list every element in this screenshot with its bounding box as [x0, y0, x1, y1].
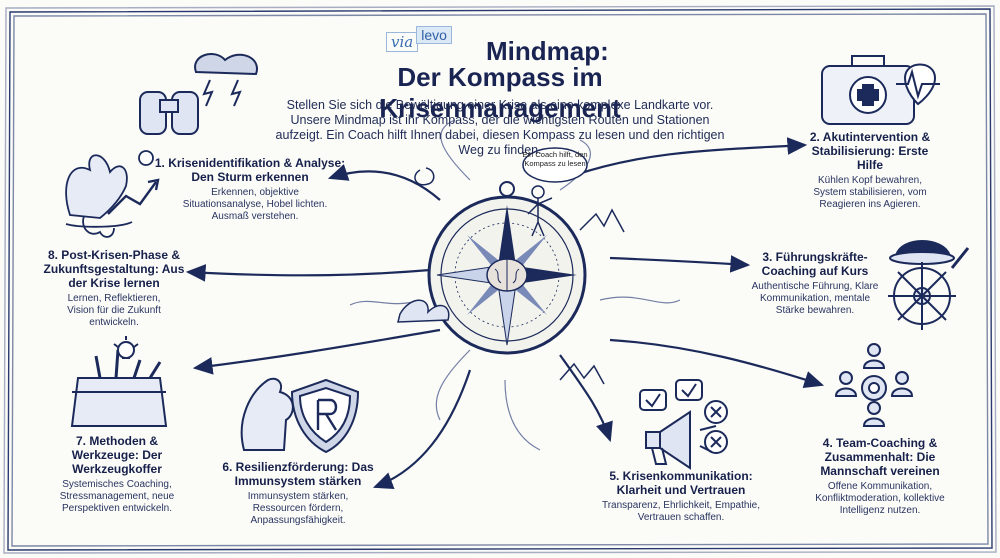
node-7-desc: Systemisches Coaching, Stressmanagement,… — [59, 479, 175, 514]
toolbox-icon — [70, 336, 168, 427]
node-8: 8. Post-Krisen-Phase & Zukunftsgestaltun… — [40, 248, 188, 329]
node-2: 2. Akutintervention & Stabilisierung: Er… — [800, 130, 940, 211]
binoculars-storm-icon — [139, 53, 258, 135]
node-5-heading: 5. Krisenkommunikation: Klarheit und Ver… — [609, 469, 753, 497]
arrow-node-3 — [609, 255, 751, 273]
phoenix-icon — [65, 150, 160, 238]
logo-levo: levo — [416, 26, 452, 44]
connector-arrows — [185, 137, 825, 490]
muscle-shield-icon — [240, 377, 360, 454]
arrow-node-6 — [372, 369, 472, 490]
title-line-1: Mindmap: — [486, 36, 609, 66]
node-6-desc: Immunsystem stärken, Ressourcen fördern,… — [247, 491, 349, 526]
first-aid-kit-icon — [821, 55, 940, 125]
compass-icon — [427, 181, 587, 355]
node-3: 3. Führungskräfte-Coaching auf Kurs Auth… — [750, 250, 880, 317]
node-2-desc: Kühlen Kopf bewahren, System stabilisier… — [813, 175, 927, 210]
sketch-border — [3, 5, 997, 554]
arrow-node-8 — [185, 264, 431, 282]
coach-speech-bubble: Ein Coach hilft, den Kompass zu lesen — [522, 150, 588, 168]
megaphone-icon — [639, 379, 728, 470]
node-5: 5. Krisenkommunikation: Klarheit und Ver… — [596, 469, 766, 524]
node-7: 7. Methoden & Werkzeuge: Der Werkzeugkof… — [42, 434, 192, 515]
flow-lines — [349, 119, 681, 451]
node-6: 6. Resilienzförderung: Das Immunsystem s… — [218, 460, 378, 527]
title-line-2: Der Kompass im Krisenmanagement — [379, 62, 621, 123]
team-gear-icon — [834, 343, 914, 427]
node-8-heading: 8. Post-Krisen-Phase & Zukunftsgestaltun… — [43, 248, 185, 290]
node-1-desc: Erkennen, objektive Situationsanalyse, H… — [182, 187, 328, 222]
ship-wheel-icon — [888, 240, 970, 330]
node-1: 1. Krisenidentifikation & Analyse: Den S… — [150, 156, 350, 223]
node-7-heading: 7. Methoden & Werkzeuge: Der Werkzeugkof… — [71, 434, 163, 476]
node-4: 4. Team-Coaching & Zusammenhalt: Die Man… — [810, 436, 950, 517]
node-5-desc: Transparenz, Ehrlichkeit, Empathie, Vert… — [601, 500, 761, 523]
node-2-heading: 2. Akutintervention & Stabilisierung: Er… — [809, 130, 931, 172]
intro-text: Stellen Sie sich die Bewältigung einer K… — [275, 98, 725, 157]
node-4-heading: 4. Team-Coaching & Zusammenhalt: Die Man… — [820, 436, 940, 478]
arrow-node-4 — [609, 338, 825, 388]
coach-figure-icon — [522, 147, 588, 237]
wave-mountain-sketch — [397, 167, 625, 385]
node-3-heading: 3. Führungskräfte-Coaching auf Kurs — [761, 250, 869, 278]
node-3-desc: Authentische Führung, Klare Kommunikatio… — [751, 281, 879, 316]
node-6-heading: 6. Resilienzförderung: Das Immunsystem s… — [222, 460, 374, 488]
arrow-node-2 — [574, 137, 808, 177]
logo-via: via — [386, 32, 419, 52]
node-4-desc: Offene Kommunikation, Konfliktmoderation… — [815, 481, 945, 516]
arrow-node-1 — [327, 164, 441, 201]
arrow-node-5 — [559, 354, 613, 443]
arrow-node-7 — [192, 328, 441, 375]
node-8-desc: Lernen, Reflektieren, Vision für die Zuk… — [67, 293, 161, 328]
node-1-heading: 1. Krisenidentifikation & Analyse: Den S… — [154, 156, 346, 184]
